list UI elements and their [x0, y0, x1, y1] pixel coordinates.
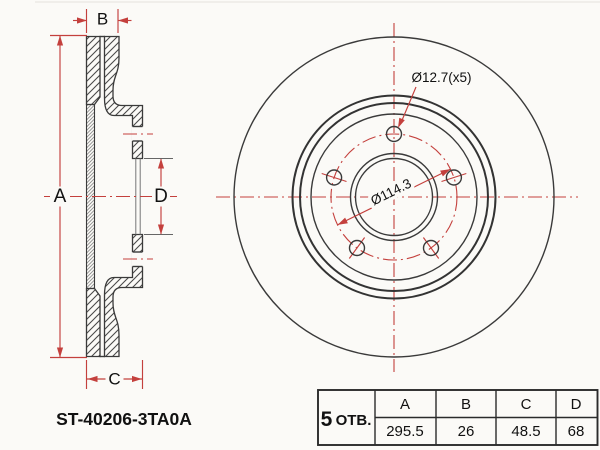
table-header-a: A — [400, 396, 410, 413]
table-value-d: 68 — [568, 423, 585, 440]
bolt-hole — [348, 239, 366, 257]
table-header-d: D — [571, 396, 582, 413]
bolt-hole — [325, 169, 343, 186]
bolt-hole-tick — [348, 237, 366, 259]
center-bore-outer — [349, 152, 439, 242]
friction-band-inner-edge-outer — [291, 94, 497, 300]
dimension-c: C — [85, 360, 144, 389]
bolt-hole-tick — [422, 237, 440, 259]
bolt-hole-tick — [321, 172, 347, 183]
outboard-plate-top-section — [85, 35, 101, 106]
bolt-hole — [422, 239, 440, 257]
dim-label-b: B — [97, 10, 108, 29]
dim-label-d: D — [154, 186, 168, 207]
bolt-hole — [445, 169, 463, 186]
friction-band-inner-edge-inner — [299, 102, 489, 292]
holes-count: 5 — [321, 408, 333, 431]
holes-label: ОТВ. — [336, 412, 372, 429]
disc-outer-edge — [233, 36, 555, 358]
bolt-hole-tick — [441, 172, 467, 183]
table-header-b: B — [461, 396, 471, 413]
table-value-b: 26 — [458, 423, 475, 440]
bolt-hole-section-gap-bottom — [131, 252, 144, 267]
dimension-d: D — [144, 158, 173, 235]
cross-section-view: A B C D — [44, 9, 177, 389]
spec-table: 5 ОТВ. A B C D 295.5 26 48.5 68 — [317, 389, 599, 446]
dimension-b: B — [73, 9, 132, 33]
part-number: ST-40206-3TA0A — [56, 409, 192, 429]
bolt-hole-diameter-label: Ø12.7(x5) — [411, 70, 471, 85]
table-header-c: C — [521, 396, 532, 413]
bolt-hole-section-gap-top — [131, 126, 144, 141]
outboard-plate-bottom-section — [85, 287, 101, 358]
bolt-hole — [385, 125, 403, 143]
dim-label-a: A — [54, 186, 67, 207]
dimension-a: A — [50, 34, 87, 359]
dimension-bolt-hole: Ø12.7(x5) — [398, 70, 472, 128]
hat-outer-edge — [310, 113, 478, 281]
front-view: Ø114.3 Ø12.7(x5) — [216, 23, 578, 372]
dim-label-c: C — [108, 370, 120, 389]
scan-artifact-line — [35, 1, 600, 3]
bolt-circle — [330, 133, 458, 261]
center-bore-inner — [354, 157, 434, 237]
bolt-circle-diameter-label: Ø114.3 — [368, 176, 413, 209]
table-value-a: 295.5 — [386, 423, 424, 440]
table-value-c: 48.5 — [511, 423, 540, 440]
